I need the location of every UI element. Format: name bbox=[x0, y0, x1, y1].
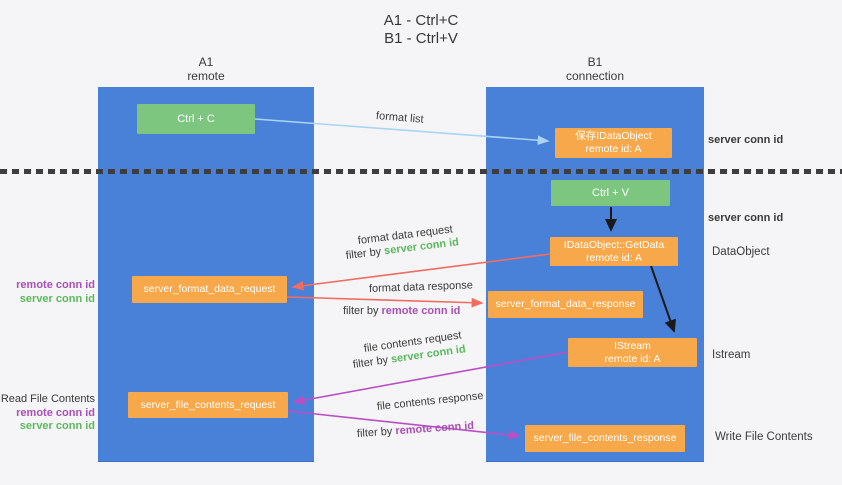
file-request-label: server_file_contents_request bbox=[140, 398, 276, 411]
file-contents-response-filter-label: filter by remote conn id bbox=[357, 420, 475, 441]
read-file-contents-label: Read File Contents bbox=[0, 393, 95, 405]
copy-paste-separator-line bbox=[0, 169, 842, 174]
server-format-data-response-box: server_format_data_response bbox=[488, 291, 643, 318]
format-response-label: server_format_data_response bbox=[495, 298, 636, 310]
format-list-label: format list bbox=[375, 110, 425, 126]
server-conn-id-label: server conn id bbox=[19, 420, 95, 432]
filter-by-text: filter by bbox=[356, 425, 393, 440]
column-b1-subtitle: connection bbox=[565, 69, 625, 83]
format-data-response-arrow bbox=[286, 296, 484, 308]
dataobject-label: DataObject bbox=[712, 246, 770, 258]
format-data-response-label: format data response bbox=[368, 279, 474, 295]
save-dataobject-box: 保存IDataObject remote id: A bbox=[555, 128, 672, 158]
format-data-response-filter-label: filter by remote conn id bbox=[343, 305, 460, 318]
save-dataobject-line2: remote id: A bbox=[585, 143, 642, 155]
title-line-2: B1 - Ctrl+V bbox=[384, 30, 458, 47]
server-format-data-request-box: server_format_data_request bbox=[132, 276, 287, 303]
istream-line1: IStream bbox=[614, 339, 651, 352]
remote-conn-id-label: remote conn id bbox=[16, 406, 95, 419]
getdata-line1: IDataObject::GetData bbox=[563, 238, 665, 251]
ctrl-v-keypress-box: Ctrl + V bbox=[551, 180, 670, 206]
write-file-contents-label: Write File Contents bbox=[715, 431, 813, 443]
idataobject-getdata-box: IDataObject::GetData remote id: A bbox=[550, 237, 678, 266]
ctrl-v-label: Ctrl + V bbox=[592, 186, 629, 199]
file-response-label: server_file_contents_response bbox=[533, 432, 677, 444]
column-header-b1: B1 connection bbox=[486, 55, 704, 83]
file-request-id-block: Read File Contents remote conn id server… bbox=[0, 393, 95, 434]
format-request-id-block: remote conn id server conn id bbox=[0, 279, 95, 306]
remote-conn-id-label: remote conn id bbox=[16, 279, 95, 291]
file-contents-response-label: file contents response bbox=[376, 389, 485, 413]
istream-line2: remote id: A bbox=[604, 352, 661, 365]
server-file-contents-request-box: server_file_contents_request bbox=[128, 392, 288, 418]
server-conn-id-label: server conn id bbox=[19, 292, 95, 305]
column-a1-name: A1 bbox=[198, 55, 214, 69]
remote-conn-id-text: remote conn id bbox=[394, 419, 475, 438]
ctrl-c-label: Ctrl + C bbox=[177, 112, 215, 125]
filter-by-text: filter by bbox=[352, 354, 389, 371]
istream-box: IStream remote id: A bbox=[568, 338, 697, 367]
server-conn-id-mid-label: server conn id bbox=[708, 212, 784, 224]
server-file-contents-response-box: server_file_contents_response bbox=[525, 425, 685, 452]
column-b1-name: B1 bbox=[587, 55, 603, 69]
save-dataobject-line1: 保存IDataObject bbox=[575, 130, 652, 142]
remote-conn-id-text: remote conn id bbox=[381, 305, 461, 317]
getdata-line2: remote id: A bbox=[585, 251, 643, 264]
server-conn-id-top-label: server conn id bbox=[708, 134, 784, 146]
diagram-title: A1 - Ctrl+C B1 - Ctrl+V bbox=[0, 12, 842, 48]
filter-by-text: filter by bbox=[343, 305, 379, 317]
istream-side-label: Istream bbox=[712, 349, 751, 361]
filter-by-text: filter by bbox=[345, 245, 382, 262]
ctrl-c-keypress-box: Ctrl + C bbox=[137, 104, 255, 134]
column-header-a1: A1 remote bbox=[98, 55, 314, 83]
column-a1-subtitle: remote bbox=[187, 69, 225, 83]
format-request-label: server_format_data_request bbox=[143, 283, 276, 295]
title-line-1: A1 - Ctrl+C bbox=[383, 12, 459, 29]
